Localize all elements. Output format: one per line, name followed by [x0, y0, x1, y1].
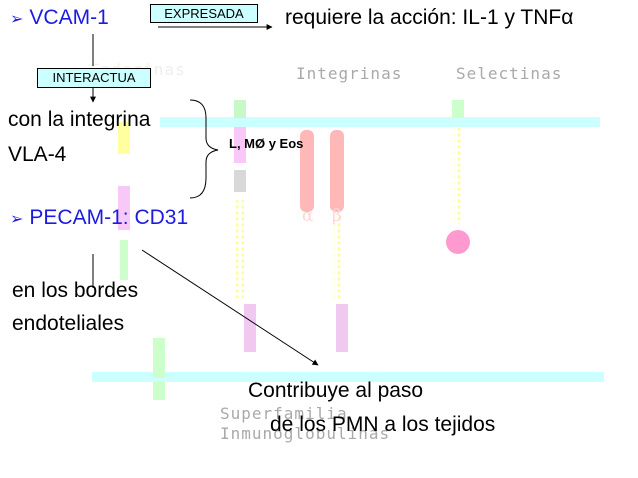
bordes-line1: en los bordes — [12, 279, 139, 302]
integrina-line1: con la integrina — [8, 108, 151, 131]
label-superfamily: Superfamilia — [220, 404, 348, 423]
molecule-segment — [234, 127, 246, 163]
pecam-bullet: ➢ PECAM-1: CD31 — [10, 206, 188, 232]
pecam-name: PECAM-1: — [29, 206, 129, 229]
expresada-box: EXPRESADA — [150, 4, 258, 23]
arrow-bullet-icon: ➢ — [10, 11, 24, 28]
cadherin-segment — [118, 186, 130, 230]
arrow-bullet-icon: ➢ — [10, 211, 24, 228]
label-alpha: α — [302, 206, 314, 226]
molecule-segment — [234, 100, 246, 118]
integrin-alpha-chain — [300, 130, 314, 212]
label-selectins: Selectinas — [456, 64, 563, 83]
molecule-segment — [153, 338, 165, 378]
molecule-dotted-stalk — [236, 200, 244, 300]
upper-membrane — [160, 117, 600, 127]
label-beta: β — [332, 206, 342, 226]
molecule-segment — [336, 304, 348, 352]
vcam-bullet: ➢ VCAM-1 — [10, 6, 109, 32]
right-brace — [189, 99, 219, 199]
integrin-beta-chain — [330, 130, 344, 212]
cell-types: L, MØ y Eos — [229, 136, 304, 151]
selectin-head — [446, 230, 470, 254]
vcam-requirement: requiere la acción: IL-1 y TNFα — [285, 6, 574, 29]
molecule-segment — [234, 170, 246, 192]
selectin-dotted-stalk — [454, 128, 462, 224]
cadherin-segment — [118, 122, 130, 154]
lower-membrane — [92, 372, 604, 382]
interactua-box: INTERACTUA — [37, 68, 151, 88]
contribuye-line1: Contribuye al paso — [248, 379, 424, 402]
pecam-alias: CD31 — [134, 206, 189, 229]
molecule-segment — [244, 304, 256, 352]
label-immunoglobulins: Inmunoglobulinas — [220, 424, 391, 443]
integrin-dotted-stalk — [334, 216, 342, 300]
molecule-segment — [153, 382, 165, 400]
vcam-name: VCAM-1 — [29, 6, 109, 29]
pecam-diagonal-arrow — [141, 249, 319, 366]
label-integrins: Integrinas — [296, 64, 403, 83]
cadherin-segment — [120, 240, 128, 280]
integrina-line2: VLA-4 — [8, 143, 67, 166]
contribuye-line2: de los PMN a los tejidos — [270, 413, 496, 436]
bordes-line2: endoteliales — [12, 312, 125, 335]
selectin-segment — [452, 100, 464, 118]
